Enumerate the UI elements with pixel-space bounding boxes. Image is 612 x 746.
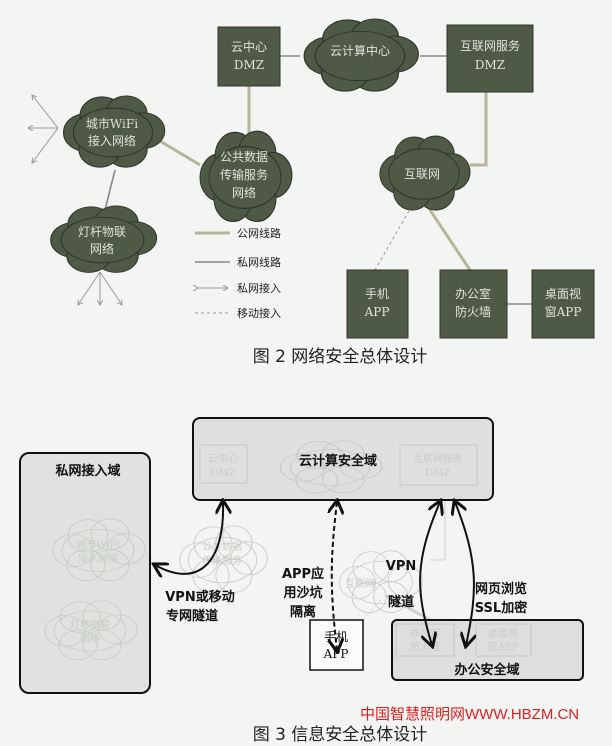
svg-text:办公室: 办公室 (410, 627, 440, 640)
svg-text:防火墙: 防火墙 (410, 640, 440, 653)
svg-text:互联网: 互联网 (404, 167, 440, 181)
private-lines (104, 55, 532, 305)
svg-text:隔离: 隔离 (290, 604, 316, 620)
svg-text:云计算安全域: 云计算安全域 (299, 453, 377, 469)
svg-text:私网接入: 私网接入 (237, 282, 281, 295)
figure-3: 云中心 DMZ 互联网服务 DMZ 云计算安全域 私网接入域 城市WiFi 接入… (19, 417, 584, 745)
svg-text:窗APP: 窗APP (545, 305, 582, 319)
svg-text:云计算中心: 云计算中心 (330, 43, 390, 58)
svg-text:传输服务: 传输服务 (202, 554, 242, 567)
svg-text:APP应: APP应 (282, 566, 324, 582)
svg-text:桌面视: 桌面视 (545, 286, 581, 301)
cloud-dmz-node: 云中心 DMZ (217, 26, 281, 87)
cloud-security-domain: 云中心 DMZ 互联网服务 DMZ 云计算安全域 (192, 417, 494, 501)
svg-text:公共数据: 公共数据 (202, 540, 242, 553)
faint-internet-cloud: 互联网 (339, 550, 423, 614)
svg-text:私网线路: 私网线路 (237, 255, 281, 269)
arrow-labels: VPN或移动 专网隧道 APP应 用沙坑 隔离 VPN 隧道 网页浏览 SSL加… (165, 559, 527, 624)
svg-text:办公安全域: 办公安全域 (454, 662, 519, 678)
svg-text:云中心: 云中心 (231, 39, 267, 54)
svg-text:互联网: 互联网 (345, 578, 375, 590)
svg-text:城市WiFi: 城市WiFi (76, 538, 119, 551)
svg-text:防火墙: 防火墙 (455, 304, 491, 319)
security-arrows (155, 502, 474, 650)
svg-text:网络: 网络 (232, 185, 256, 200)
internet-cloud: 互联网 (379, 135, 471, 211)
mobile-app-node: 手机 APP (346, 269, 409, 339)
svg-text:私网接入域: 私网接入域 (55, 463, 120, 479)
svg-text:SSL加密: SSL加密 (475, 600, 527, 616)
watermark: 中国智慧照明网WWW.HBZM.CN (360, 705, 579, 723)
private-access-domain: 私网接入域 城市WiFi 接入网络 灯杆物联 网络 (19, 452, 151, 694)
mobile-app-box: 手机 APP (309, 619, 364, 671)
lamp-iot-cloud: 灯杆物联 网络 (50, 205, 158, 273)
svg-text:APP: APP (364, 305, 390, 319)
desktop-app-node: 桌面视 窗APP (531, 269, 595, 339)
private-access-arrows (28, 95, 122, 305)
vpn-mobile-arrow (155, 502, 223, 574)
internet-dmz-node: 互联网服务 DMZ (446, 24, 534, 93)
svg-text:DMZ: DMZ (425, 468, 450, 479)
cloud-computing-center: 云计算中心 (303, 18, 419, 92)
legend: 公网线路 私网线路 私网接入 移动接入 (195, 226, 281, 320)
public-data-cloud: 公共数据 传输服务 网络 (199, 130, 293, 223)
svg-text:办公室: 办公室 (455, 286, 491, 301)
svg-text:互联网服务: 互联网服务 (413, 452, 463, 465)
svg-text:专网隧道: 专网隧道 (166, 608, 218, 624)
city-wifi-cloud: 城市WiFi 接入网络 (62, 95, 166, 168)
svg-text:网络: 网络 (90, 241, 114, 256)
svg-text:DMZ: DMZ (210, 468, 235, 479)
svg-text:网页浏览: 网页浏览 (475, 581, 527, 597)
svg-text:接入网络: 接入网络 (78, 552, 118, 565)
svg-text:移动接入: 移动接入 (237, 307, 281, 320)
sandbox-arrow (332, 502, 337, 650)
ssl-arrow (455, 502, 474, 645)
svg-text:DMZ: DMZ (475, 58, 505, 72)
svg-text:APP: APP (323, 647, 349, 661)
svg-text:云中心: 云中心 (208, 452, 238, 465)
svg-text:接入网络: 接入网络 (88, 133, 136, 148)
svg-text:窗APP: 窗APP (488, 640, 519, 653)
figure-2-caption: 图 2 网络安全总体设计 (253, 347, 428, 367)
figure-2: 云中心 DMZ 云计算中心 互联网服务 DMZ 城市WiFi 接入网络 公共数据… (28, 18, 595, 367)
svg-text:灯杆物联: 灯杆物联 (70, 618, 110, 631)
svg-text:用沙坑: 用沙坑 (282, 585, 322, 601)
svg-text:公网线路: 公网线路 (237, 226, 281, 240)
svg-text:DMZ: DMZ (234, 58, 264, 72)
svg-text:公共数据: 公共数据 (220, 149, 268, 164)
svg-text:桌面视: 桌面视 (488, 627, 518, 640)
svg-text:VPN: VPN (386, 559, 416, 574)
svg-text:城市WiFi: 城市WiFi (86, 116, 138, 131)
svg-text:VPN或移动: VPN或移动 (165, 589, 234, 605)
svg-text:手机: 手机 (365, 287, 389, 301)
office-firewall-node: 办公室 防火墙 (439, 269, 508, 339)
svg-text:互联网服务: 互联网服务 (460, 38, 520, 53)
svg-text:灯杆物联: 灯杆物联 (78, 225, 126, 239)
svg-text:传输服务: 传输服务 (220, 167, 268, 182)
svg-text:网络: 网络 (80, 632, 100, 645)
vpn-tunnel-arrow (419, 502, 440, 645)
office-security-domain: 办公室 防火墙 桌面视 窗APP 办公安全域 (391, 619, 584, 681)
svg-text:隧道: 隧道 (388, 594, 414, 610)
figure-3-caption: 图 3 信息安全总体设计 (253, 725, 428, 745)
